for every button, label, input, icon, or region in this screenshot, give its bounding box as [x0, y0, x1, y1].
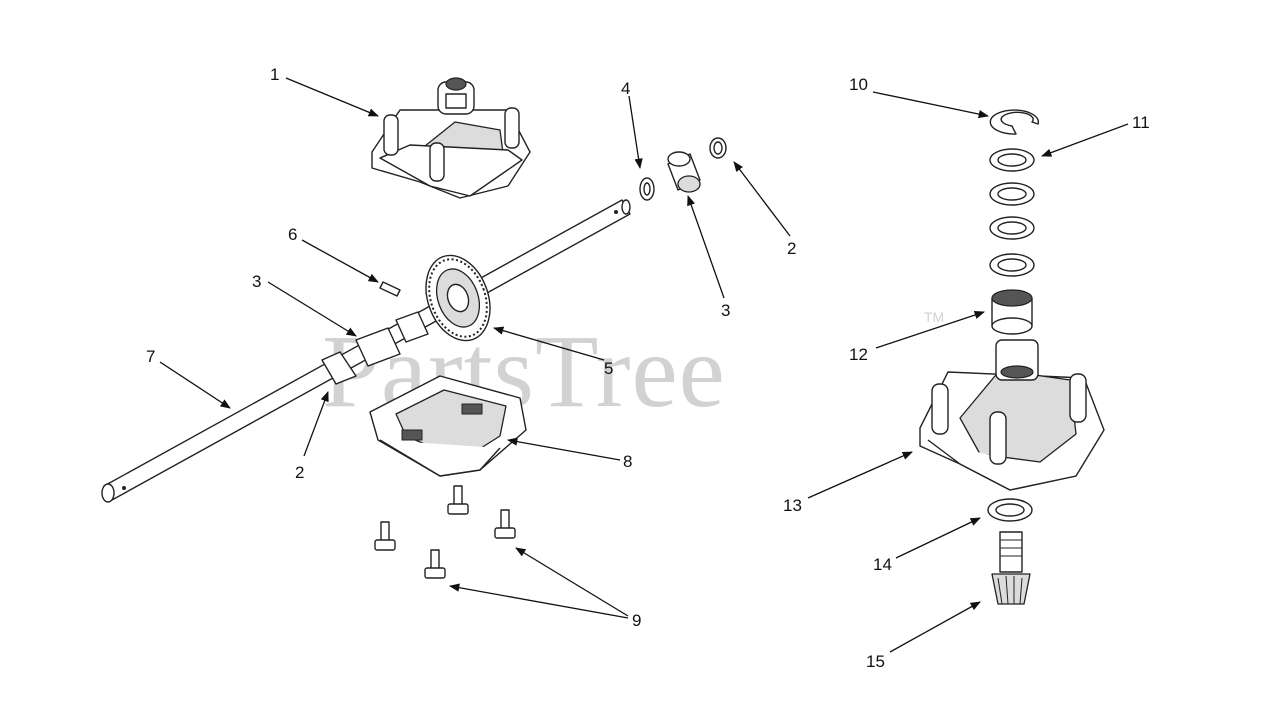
part-washer-14	[987, 498, 1033, 522]
callout-5: 5	[604, 359, 613, 378]
part-right-housing	[919, 339, 1105, 491]
part-washer-4	[639, 177, 655, 201]
part-screws	[374, 485, 516, 579]
part-spacers	[321, 311, 429, 385]
part-washer-2	[709, 137, 727, 159]
callout-3-lower: 3	[252, 272, 261, 291]
part-e-clip	[989, 109, 1040, 135]
callout-15: 15	[866, 652, 885, 671]
callout-7: 7	[146, 347, 155, 366]
callout-6: 6	[288, 225, 297, 244]
leader-lines	[159, 77, 1129, 653]
callout-2-upper: 2	[787, 239, 796, 258]
callout-13: 13	[783, 496, 802, 515]
part-bevel-gear	[425, 254, 491, 342]
part-lower-housing	[369, 375, 527, 477]
part-washers-11	[989, 148, 1035, 277]
part-pinion-gear	[991, 531, 1031, 605]
callout-2-lower: 2	[295, 463, 304, 482]
callout-8: 8	[623, 452, 632, 471]
callout-14: 14	[873, 555, 892, 574]
part-pin	[379, 281, 401, 297]
callout-11: 11	[1132, 113, 1150, 132]
callout-1: 1	[270, 65, 279, 84]
part-bushing-3	[667, 151, 701, 193]
callout-3-upper: 3	[721, 301, 730, 320]
part-needle-bearing	[991, 289, 1033, 335]
part-upper-housing	[371, 77, 531, 199]
callout-10: 10	[849, 75, 868, 94]
callout-12: 12	[849, 345, 868, 364]
callout-9: 9	[632, 611, 641, 630]
callout-4: 4	[621, 79, 630, 98]
watermark-trademark: TM	[924, 309, 944, 325]
